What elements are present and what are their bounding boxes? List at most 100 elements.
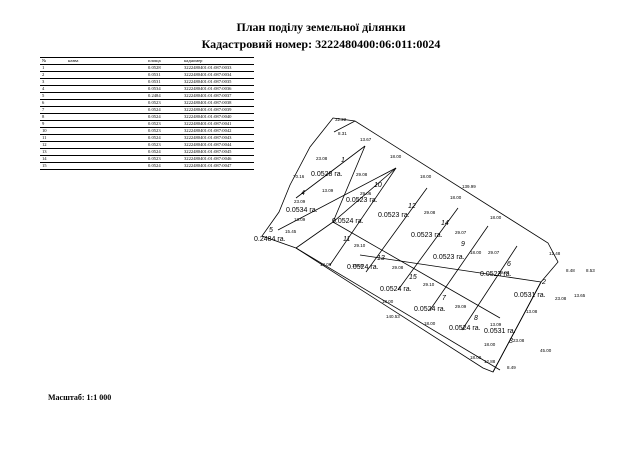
dimension-label: 13.08 (526, 309, 538, 314)
dimension-label: 8.31 (338, 131, 347, 136)
parcel-number: 4 (301, 190, 305, 197)
row-area: 0.0531 (146, 71, 182, 79)
parcel-number: 11 (343, 236, 350, 243)
parcel-number: 14 (441, 220, 449, 227)
dimension-label: 70.16 (293, 174, 305, 179)
row-cadastral: 3222480401:01:087:0043 (182, 134, 254, 142)
parcel-area: 0.0524 га. (449, 325, 481, 332)
row-number: 1 (40, 64, 66, 72)
dimension-label: 13.09 (294, 217, 306, 222)
parcel-area: 0.0524 га. (332, 218, 364, 225)
row-cadastral: 3222480401:01:087:0038 (182, 99, 254, 107)
dimension-label: 8.49 (507, 365, 516, 370)
row-name (66, 113, 146, 121)
parcel-number: 13 (377, 255, 385, 262)
row-cadastral: 3222480401:01:087:0033 (182, 64, 254, 72)
row-area: 0.0524 (146, 148, 182, 156)
scale-label: Масштаб: 1:1 000 (48, 393, 112, 402)
row-number: 4 (40, 85, 66, 93)
parcel-number: 10 (374, 182, 382, 189)
row-name (66, 141, 146, 149)
parcel-area: 0.0523 га. (378, 212, 410, 219)
parcel-area: 0.0531 га. (514, 292, 546, 299)
row-area: 0.0523 (146, 99, 182, 107)
row-cadastral: 3222480401:01:087:0034 (182, 71, 254, 79)
dimension-label: 23.08 (555, 296, 567, 301)
parcel-area: 0.2484 га. (254, 236, 286, 243)
dimension-label: 18.00 (490, 215, 502, 220)
row-area: 0.0524 (146, 106, 182, 114)
parcel-number: 1 (341, 157, 345, 164)
dimension-label: 18.00 (390, 154, 402, 159)
parcel-number: 15 (409, 274, 417, 281)
plan-outline (261, 117, 559, 373)
dimension-label: 18.00 (352, 263, 364, 268)
row-cadastral: 3222480401:01:087:0047 (182, 162, 254, 170)
row-number: 5 (40, 92, 66, 100)
parcel-area: 0.0524 га. (380, 286, 412, 293)
row-name (66, 120, 146, 128)
row-number: 9 (40, 120, 66, 128)
dimension-label: 23.09 (294, 199, 306, 204)
row-number: 2 (40, 71, 66, 79)
row-area: 0.0523 (146, 155, 182, 163)
row-number: 11 (40, 134, 66, 142)
row-cadastral: 3222480401:01:087:0037 (182, 92, 254, 100)
row-number: 8 (40, 113, 66, 121)
row-number: 6 (40, 99, 66, 107)
dimension-label: 29.08 (392, 265, 404, 270)
parcel-area: 0.0523 га. (433, 254, 465, 261)
parcel-area: 0.0531 га. (484, 328, 516, 335)
row-cadastral: 3222480401:01:087:0044 (182, 141, 254, 149)
dimension-label: 18.00 (484, 342, 496, 347)
row-cadastral: 3222480401:01:087:0046 (182, 155, 254, 163)
row-number: 3 (40, 78, 66, 86)
col-number: № (40, 57, 66, 65)
row-number: 13 (40, 148, 66, 156)
parcel-area: 0.0528 га. (311, 171, 343, 178)
dimension-label: 13.09 (490, 322, 502, 327)
dimension-label: 8.48 (566, 268, 575, 273)
dimension-label: 29.08 (424, 210, 436, 215)
dimension-label: 29.08 (356, 172, 368, 177)
cadastral-number: Кадастровий номер: 3222480400:06:011:002… (201, 37, 441, 51)
row-name (66, 64, 146, 72)
dimension-label: 18.00 (450, 195, 462, 200)
parcel-area: 0.0524 га. (414, 306, 446, 313)
row-name (66, 85, 146, 93)
dimension-label: 23.08 (316, 156, 328, 161)
row-name (66, 106, 146, 114)
dimension-label: 29.09 (455, 304, 467, 309)
row-name (66, 148, 146, 156)
dimension-label: 29.10 (354, 243, 366, 248)
row-cadastral: 3222480401:01:087:0035 (182, 78, 254, 86)
row-cadastral: 3222480401:01:087:0039 (182, 106, 254, 114)
parcel-number: 6 (507, 261, 511, 268)
dimension-label: 12.88 (484, 359, 496, 364)
row-name (66, 127, 146, 135)
dimension-label: 13.67 (360, 137, 372, 142)
col-area: площа (146, 57, 182, 65)
row-name (66, 134, 146, 142)
row-area: 0.0524 (146, 113, 182, 121)
parcel-number: 7 (442, 295, 447, 302)
row-cadastral: 3222480401:01:087:0040 (182, 113, 254, 121)
parcel-number: 5 (269, 227, 273, 234)
parcel-number: 8 (474, 315, 478, 322)
parcel-area: 0.0523 га. (346, 197, 378, 204)
dimension-label: 14.06 (320, 262, 332, 267)
row-cadastral: 3222480401:01:087:0042 (182, 127, 254, 135)
row-number: 10 (40, 127, 66, 135)
table-header-row: № назва площа кадномер (40, 57, 254, 65)
